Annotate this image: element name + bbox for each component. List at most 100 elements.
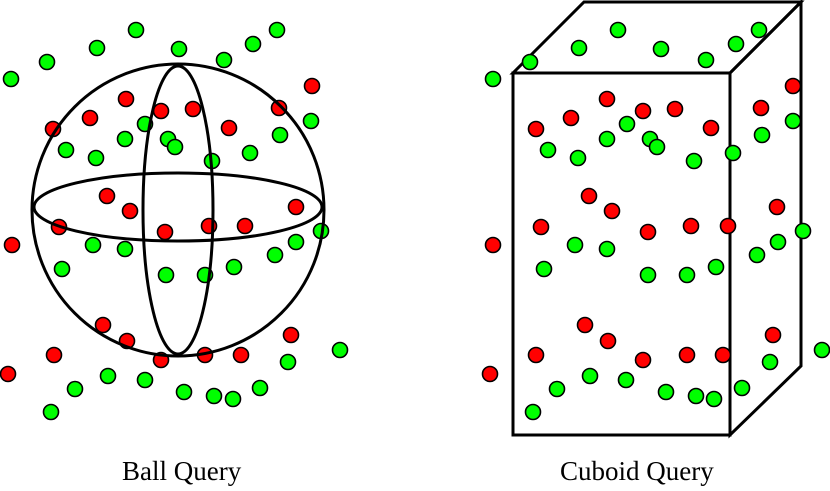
cuboid-inside-point (714, 346, 732, 364)
cuboid-outside-point (617, 371, 635, 389)
ball-outside-point (2, 70, 20, 88)
cuboid-inside-point (527, 120, 545, 138)
ball-outside-point (42, 403, 60, 421)
cuboid-outside-point (609, 21, 627, 39)
cuboid-outside-point (761, 353, 779, 371)
ball-meridian-ellipse (141, 64, 215, 356)
ball-outside-point (116, 130, 134, 148)
cuboid-outside-point (648, 138, 666, 156)
ball-equator-ellipse (32, 171, 324, 243)
cuboid-outside-point (784, 112, 802, 130)
ball-inside-point (282, 326, 300, 344)
ball-outside-point (279, 353, 297, 371)
ball-inside-point (232, 346, 250, 364)
ball-inside-point (220, 119, 238, 137)
cuboid-outside-point (687, 387, 705, 405)
ball-inside-point (98, 187, 116, 205)
cuboid-outside-point (657, 383, 675, 401)
ball-inside-point (184, 100, 202, 118)
ball-outside-point (116, 240, 134, 258)
ball-outside-point (66, 380, 84, 398)
cuboid-outside-point (753, 126, 771, 144)
cuboid-inside-point (634, 102, 652, 120)
ball-outside-point (157, 266, 175, 284)
ball-inside-point (287, 198, 305, 216)
cuboid-outside-point (566, 236, 584, 254)
ball-inside-point (117, 90, 135, 108)
ball-outside-point (251, 379, 269, 397)
cuboid-inside-point (682, 217, 700, 235)
cuboid-outside-point (569, 149, 587, 167)
ball-outside-point (331, 341, 349, 359)
cuboid-outside-point (535, 260, 553, 278)
cuboid-inside-point (599, 332, 617, 350)
ball-outside-point (175, 383, 193, 401)
ball-outside-point (136, 371, 154, 389)
cuboid-inside-point (678, 346, 696, 364)
cuboid-outside-point (685, 152, 703, 170)
ball-outside-point (87, 149, 105, 167)
cuboid-outside-point (539, 141, 557, 159)
ball-sphere-outline (30, 62, 326, 358)
cuboid-inside-point (598, 90, 616, 108)
cuboid-inside-point (666, 100, 684, 118)
cuboid-outside-point (598, 130, 616, 148)
cuboid-side-face (728, 0, 803, 439)
ball-outside-point (53, 260, 71, 278)
ball-outside-point (215, 51, 233, 69)
cuboid-inside-point (784, 77, 802, 95)
cuboid-inside-point (532, 218, 550, 236)
cuboid-inside-point (576, 316, 594, 334)
cuboid-inside-point (639, 223, 657, 241)
cuboid-outside-point (707, 258, 725, 276)
ball-outside-point (271, 126, 289, 144)
ball-outside-point (287, 233, 305, 251)
cuboid-inside-point (484, 236, 502, 254)
ball-outside-point (241, 144, 259, 162)
cuboid-inside-point (768, 198, 786, 216)
cuboid-inside-point (527, 346, 545, 364)
ball-query-points (0, 21, 349, 421)
cuboid-outside-point (750, 21, 768, 39)
ball-outside-point (57, 141, 75, 159)
ball-outside-point (166, 138, 184, 156)
cuboid-outside-point (524, 403, 542, 421)
cuboid-front-face (511, 71, 732, 437)
ball-outside-point (127, 21, 145, 39)
ball-inside-point (152, 102, 170, 120)
cuboid-outside-point (598, 240, 616, 258)
cuboid-outside-point (570, 39, 588, 57)
ball-inside-point (156, 223, 174, 241)
ball-outside-point (266, 246, 284, 264)
cuboid-outside-point (705, 390, 723, 408)
cuboid-inside-point (719, 217, 737, 235)
cuboid-outside-point (697, 51, 715, 69)
cuboid-inside-point (702, 119, 720, 137)
ball-outside-point (205, 387, 223, 405)
ball-outside-point (170, 40, 188, 58)
ball-inside-point (0, 365, 17, 383)
cuboid-inside-point (752, 99, 770, 117)
cuboid-inside-point (603, 202, 621, 220)
ball-inside-point (94, 316, 112, 334)
ball-inside-point (236, 217, 254, 235)
cuboid-outside-point (794, 222, 812, 240)
ball-inside-point (121, 202, 139, 220)
ball-query-caption: Ball Query (122, 456, 242, 486)
cuboid-inside-point (562, 109, 580, 127)
cuboid-query-panel (481, 0, 830, 439)
ball-outside-point (302, 112, 320, 130)
ball-inside-point (303, 77, 321, 95)
cuboid-outside-point (769, 233, 787, 251)
ball-outside-point (268, 21, 286, 39)
ball-outside-point (38, 53, 56, 71)
cuboid-outside-point (724, 144, 742, 162)
cuboid-outside-point (727, 35, 745, 53)
cuboid-outside-point (652, 40, 670, 58)
ball-inside-point (270, 99, 288, 117)
ball-query-panel (0, 21, 349, 421)
ball-outside-point (225, 258, 243, 276)
cuboid-query-points (481, 21, 830, 421)
cuboid-outside-point (733, 379, 751, 397)
cuboid-inside-point (481, 365, 499, 383)
